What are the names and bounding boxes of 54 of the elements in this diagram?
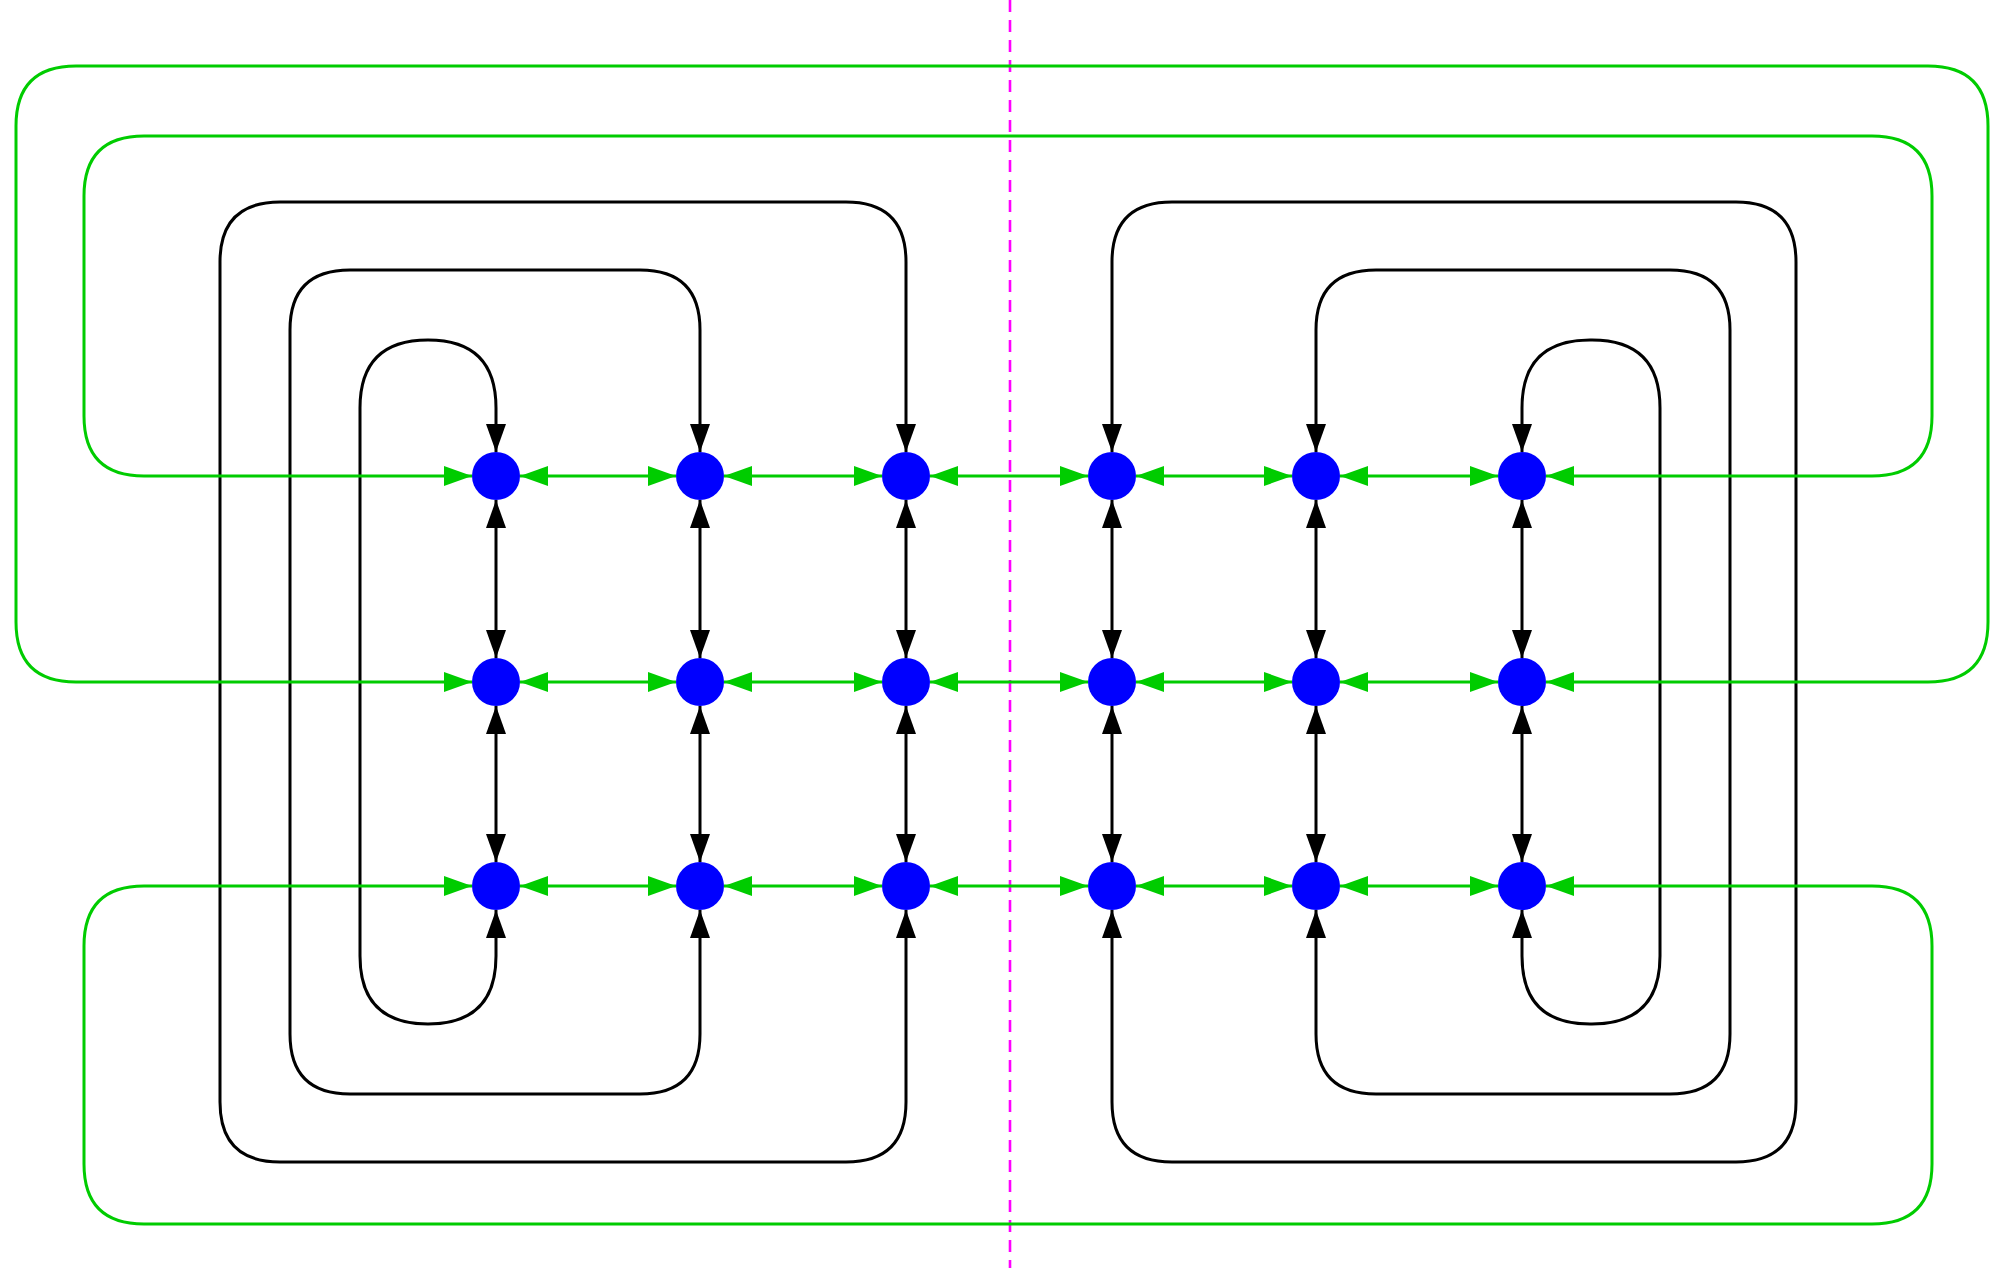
arrow: [486, 500, 506, 658]
arrow: [1340, 672, 1498, 692]
node-circle: [882, 658, 930, 706]
arrow: [1136, 466, 1292, 486]
arrow: [520, 466, 676, 486]
node-circle: [882, 862, 930, 910]
node-circle: [1498, 452, 1546, 500]
arrow: [930, 876, 1088, 896]
arrow: [82, 134, 1934, 486]
node-circle: [676, 862, 724, 910]
node-circle: [882, 452, 930, 500]
node-circle: [1292, 862, 1340, 910]
node-circle: [472, 862, 520, 910]
arrow: [218, 200, 916, 1164]
node-circle: [472, 658, 520, 706]
arrow: [358, 338, 506, 1026]
node-circle: [1088, 452, 1136, 500]
arrow: [896, 706, 916, 862]
node-circle: [1498, 658, 1546, 706]
arrow: [520, 672, 676, 692]
arrow: [1102, 500, 1122, 658]
arrow: [1340, 876, 1498, 896]
node-circle: [1292, 658, 1340, 706]
arrow: [724, 466, 882, 486]
arrow: [82, 876, 1934, 1226]
arrow: [1306, 500, 1326, 658]
arrow: [690, 500, 710, 658]
arrow: [1136, 876, 1292, 896]
arrow: [288, 268, 710, 1096]
arrow: [896, 500, 916, 658]
node-circle: [1088, 862, 1136, 910]
node-circle: [676, 658, 724, 706]
arrow: [724, 672, 882, 692]
arrow: [520, 876, 676, 896]
arrow: [1102, 200, 1798, 1164]
arrow: [930, 672, 1088, 692]
arrow: [1136, 672, 1292, 692]
arrow: [930, 466, 1088, 486]
node-circle: [1292, 452, 1340, 500]
arrow: [1306, 268, 1732, 1096]
arrow: [14, 64, 1990, 692]
arrow: [724, 876, 882, 896]
node-circle: [676, 452, 724, 500]
node-circle: [1088, 658, 1136, 706]
arrow: [1340, 466, 1498, 486]
arrow: [1512, 338, 1662, 1026]
arrow: [486, 706, 506, 862]
node-circle: [472, 452, 520, 500]
node-circle: [1498, 862, 1546, 910]
arrow: [1102, 706, 1122, 862]
arrow: [1512, 706, 1532, 862]
arrow: [1512, 500, 1532, 658]
arrow: [1306, 706, 1326, 862]
arrow: [690, 706, 710, 862]
